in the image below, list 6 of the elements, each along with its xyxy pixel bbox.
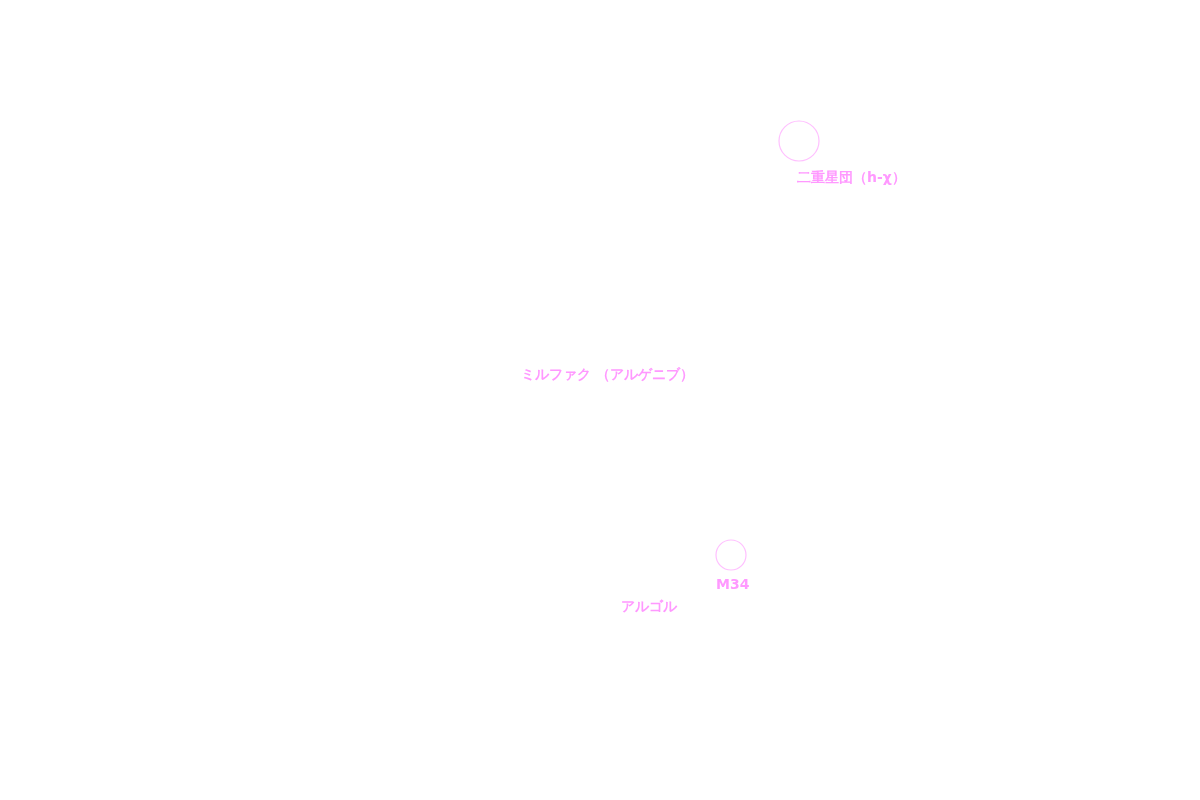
star-name: ミルファク （アルゲニブ） [521,367,694,381]
star-cluster-marker [715,539,747,571]
cluster-name: 二重星団（h-χ） [797,170,906,184]
star-name: アルゴル [621,599,677,613]
cluster-name: M34 [716,577,750,591]
star-cluster-marker [778,120,820,162]
